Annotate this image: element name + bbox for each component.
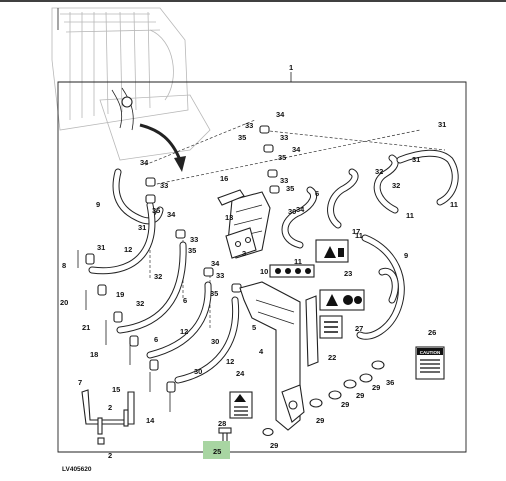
callout-12c: 12 bbox=[226, 357, 234, 366]
callout-30a: 30 bbox=[194, 367, 202, 376]
callout-11a: 11 bbox=[294, 257, 302, 266]
highlight-box bbox=[203, 441, 230, 459]
callout-labels: 1 25 2 2 3 4 5 6 6 6 7 8 9 9 10 11 11 11… bbox=[60, 63, 458, 460]
left-bracket bbox=[81, 389, 135, 445]
callout-19: 19 bbox=[116, 290, 124, 299]
callout-14: 14 bbox=[146, 416, 155, 425]
callout-27: 27 bbox=[355, 324, 363, 333]
callout-26: 26 bbox=[428, 328, 436, 337]
bracket-assembly bbox=[239, 281, 319, 431]
callout-2b: 2 bbox=[108, 451, 112, 460]
callout-34d: 34 bbox=[211, 259, 220, 268]
hoses-11 bbox=[281, 149, 459, 249]
callout-highlighted: 25 bbox=[213, 447, 221, 456]
callout-34a: 34 bbox=[276, 110, 285, 119]
machine-illustration bbox=[51, 7, 211, 161]
callout-35b: 35 bbox=[278, 153, 286, 162]
callout-6c: 6 bbox=[315, 189, 319, 198]
callout-3: 3 bbox=[242, 249, 246, 258]
callout-32a: 32 bbox=[154, 272, 162, 281]
callout-23: 23 bbox=[344, 269, 352, 278]
callout-22: 22 bbox=[328, 353, 336, 362]
callout-9a: 9 bbox=[96, 200, 100, 209]
callout-30c: 30 bbox=[288, 207, 296, 216]
callout-32b: 32 bbox=[136, 299, 144, 308]
callout-34e: 34 bbox=[292, 145, 301, 154]
callout-29b: 29 bbox=[316, 416, 324, 425]
callout-31d: 31 bbox=[438, 120, 446, 129]
caution-decal-26: CAUTION bbox=[415, 346, 445, 380]
callout-33d: 33 bbox=[190, 235, 198, 244]
warning-decal-24 bbox=[229, 391, 253, 419]
assembly-frame bbox=[57, 81, 467, 453]
callout-35c: 35 bbox=[152, 206, 160, 215]
callout-30b: 30 bbox=[211, 337, 219, 346]
callout-17: 17 bbox=[352, 227, 360, 236]
callout-33f: 33 bbox=[280, 176, 288, 185]
callout-32d: 32 bbox=[392, 181, 400, 190]
callout-24: 24 bbox=[236, 369, 245, 378]
callout-28: 28 bbox=[218, 419, 226, 428]
callout-35a: 35 bbox=[238, 133, 246, 142]
callout-31b: 31 bbox=[97, 243, 105, 252]
callout-35e: 35 bbox=[210, 289, 218, 298]
callout-10: 10 bbox=[260, 267, 268, 276]
callout-36: 36 bbox=[386, 378, 394, 387]
callout-11d: 11 bbox=[450, 200, 458, 209]
callout-5: 5 bbox=[252, 323, 256, 332]
hose-9-left bbox=[112, 168, 164, 225]
callout-33e: 33 bbox=[216, 271, 224, 280]
callout-32c: 32 bbox=[375, 167, 383, 176]
callout-31a: 31 bbox=[138, 223, 146, 232]
callout-6b: 6 bbox=[183, 296, 187, 305]
warning-decal-23 bbox=[319, 289, 365, 311]
callout-20: 20 bbox=[60, 298, 68, 307]
callout-2a: 2 bbox=[108, 403, 112, 412]
callout-8: 8 bbox=[62, 261, 66, 270]
hoses-12 bbox=[88, 201, 240, 384]
callout-29a: 29 bbox=[270, 441, 278, 450]
callout-29d: 29 bbox=[356, 391, 364, 400]
caution-heading: CAUTION bbox=[420, 350, 441, 355]
callout-6a: 6 bbox=[154, 335, 158, 344]
hose-9-right bbox=[356, 234, 405, 340]
callout-21: 21 bbox=[82, 323, 90, 332]
callout-9b: 9 bbox=[404, 251, 408, 260]
callout-34b: 34 bbox=[140, 158, 149, 167]
callout-34f: 34 bbox=[296, 205, 305, 214]
callout-16: 16 bbox=[220, 174, 228, 183]
reference-code: LV405620 bbox=[62, 466, 92, 473]
callout-13: 13 bbox=[225, 213, 233, 222]
callout-11b: 11 bbox=[355, 231, 363, 240]
callout-33c: 33 bbox=[160, 181, 168, 190]
callout-7: 7 bbox=[78, 378, 82, 387]
callout-29e: 29 bbox=[372, 383, 380, 392]
callout-4: 4 bbox=[259, 347, 264, 356]
warning-decal-27 bbox=[319, 315, 343, 339]
callout-33b: 33 bbox=[280, 133, 288, 142]
fittings bbox=[77, 125, 280, 412]
callout-35f: 35 bbox=[286, 184, 294, 193]
callout-34c: 34 bbox=[167, 210, 176, 219]
callout-33a: 33 bbox=[245, 121, 253, 130]
valve-block bbox=[217, 189, 271, 259]
decal-10 bbox=[269, 264, 315, 278]
callout-12a: 12 bbox=[124, 245, 132, 254]
callout-15: 15 bbox=[112, 385, 120, 394]
warning-decal-17 bbox=[315, 239, 349, 263]
pointer-arrow bbox=[139, 123, 182, 161]
callout-18: 18 bbox=[90, 350, 98, 359]
callout-31c: 31 bbox=[412, 155, 420, 164]
callout-12b: 12 bbox=[180, 327, 188, 336]
callout-assembly: 1 bbox=[289, 63, 293, 72]
callout-11c: 11 bbox=[406, 211, 414, 220]
callout-35d: 35 bbox=[188, 246, 196, 255]
callout-29c: 29 bbox=[341, 400, 349, 409]
